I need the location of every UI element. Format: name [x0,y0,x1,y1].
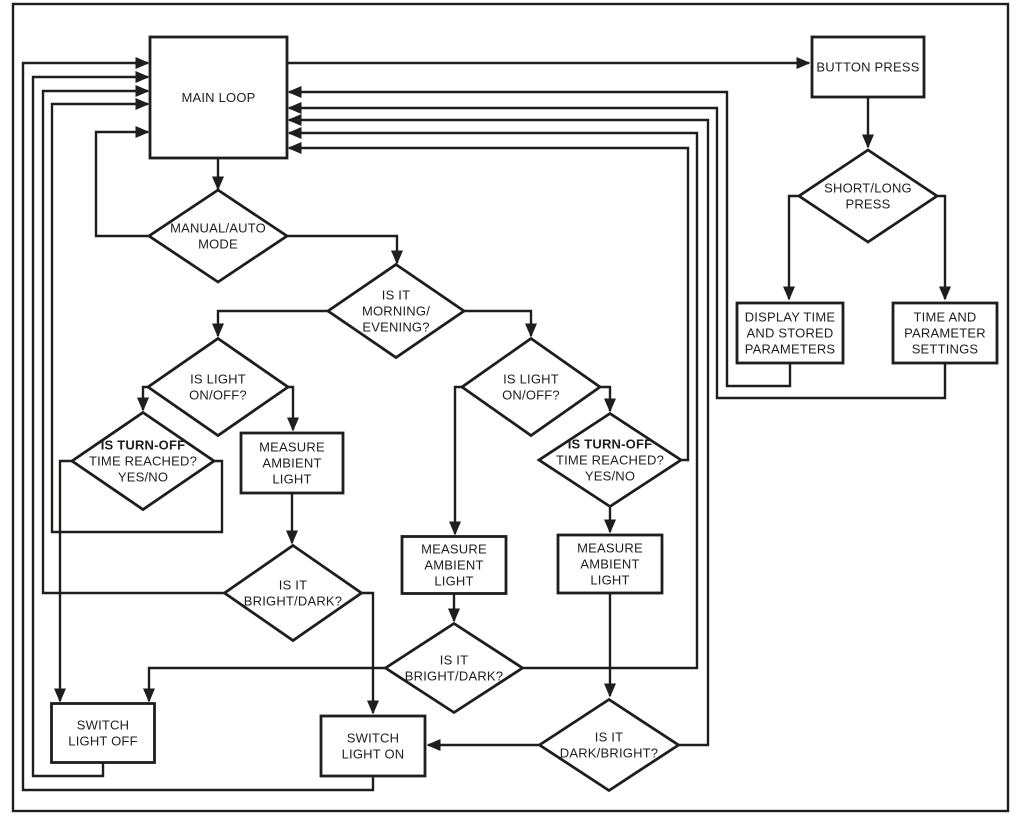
edge-light-onoff-left-to-turnoff-left [137,385,149,412]
main-loop-box [148,35,289,160]
edge-morning-evening-to-light-onoff-left [212,309,328,338]
edge-short-long-press-to-time-parameter-settings [937,194,951,301]
figure-border-rect [11,2,1010,813]
flow-connectors [21,57,951,792]
edge-short-long-press-to-display-time [783,194,799,301]
edge-manual-auto-mode-to-morning-evening [287,234,403,265]
measure-right-box [556,533,664,595]
edge-bright-dark-left-to-switch-light-on [361,591,379,715]
node-button-press: BUTTON PRESS [810,35,926,99]
button-press-label: BUTTON PRESS [816,60,919,75]
main-loop-label: MAIN LOOP [181,90,255,105]
node-main-loop: MAIN LOOP [148,35,289,160]
manual-auto-mode-diamond [146,188,290,284]
edge-bright-dark-left-to-main-loop [41,85,225,595]
edge-morning-evening-to-light-onoff-right [464,309,537,338]
figure-border [11,2,1010,813]
turnoff-right-diamond [536,411,684,509]
turnoff-left-diamond [69,410,217,512]
edge-bright-dark-center-to-switch-light-off [143,666,386,703]
switch-light-off-box [50,702,156,764]
short-long-press-diamond [796,148,940,244]
edge-time-parameter-settings-to-main-loop [287,102,947,400]
edge-turnoff-left-to-main-loop [50,98,224,534]
edge-switch-light-off-to-main-loop [31,71,150,778]
edge-light-onoff-right-to-turnoff-right [600,385,616,413]
measure-left-box [239,431,345,495]
button-press-box [810,35,926,99]
bright-dark-center-diamond [382,621,526,715]
edge-light-onoff-right-to-measure-center [449,385,462,536]
edge-dark-bright-to-main-loop [287,114,710,747]
edge-switch-light-on-to-main-loop [21,57,375,792]
edge-display-time-to-main-loop [287,86,792,388]
edge-turnoff-right-to-main-loop [287,142,690,462]
light-onoff-left-diamond [145,336,291,438]
dark-bright-diamond [536,697,682,793]
light-onoff-right-diamond [459,336,603,438]
measure-center-box [400,535,508,595]
bright-dark-left-diamond [222,543,364,643]
display-time-box [735,301,845,365]
morning-evening-diamond [325,262,467,360]
edge-turnoff-left-to-switch-light-off [54,459,73,703]
time-parameter-settings-box [891,301,999,365]
edge-manual-auto-mode-to-main-loop [94,126,150,238]
edge-light-onoff-left-to-measure-left [287,385,299,432]
switch-light-on-box [319,714,427,778]
